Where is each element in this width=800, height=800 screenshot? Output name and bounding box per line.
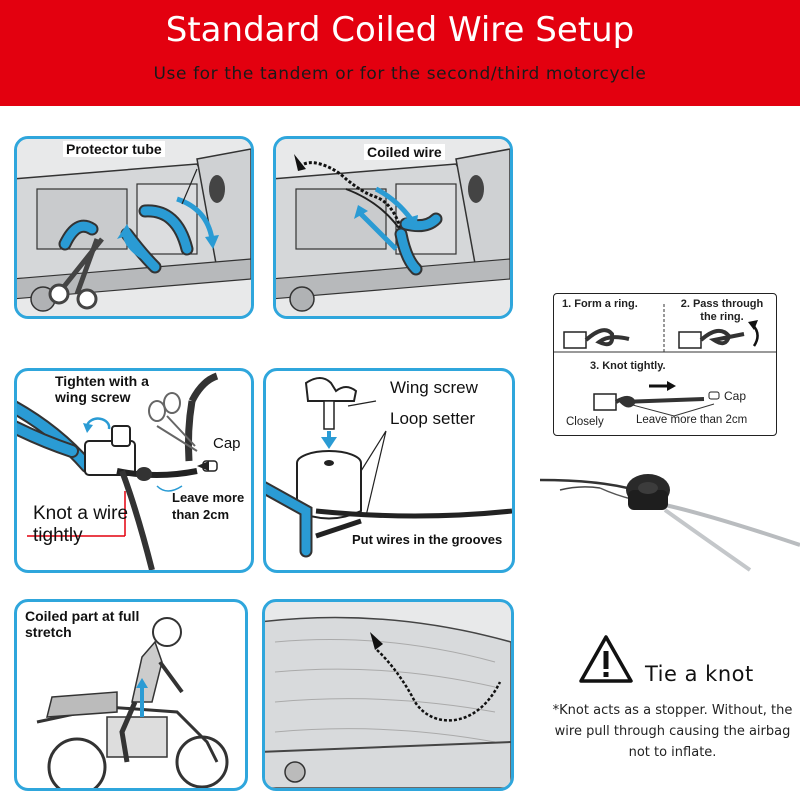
label-put-wires-grooves: Put wires in the grooves: [352, 532, 503, 547]
inset-step-1: 1. Form a ring.: [562, 298, 638, 310]
page-subtitle: Use for the tandem or for the second/thi…: [153, 64, 647, 84]
label-protector-tube: Protector tube: [63, 141, 165, 157]
cap-icon: [197, 460, 218, 472]
label-coiled-full-stretch: Coiled part at full stretch: [25, 608, 140, 640]
label-leave-2cm: Leave more than 2cm: [172, 490, 245, 522]
cap-icon: [708, 391, 720, 400]
label-wing-screw: Wing screw: [390, 378, 478, 397]
knot-illustration: [17, 372, 219, 570]
panel-seat-coil: [262, 599, 514, 791]
protector-tube-illustration: [17, 139, 251, 316]
label-coiled-wire: Coiled wire: [364, 144, 445, 160]
panel-rider-stretch: Coiled part at full stretch: [14, 599, 248, 791]
inset-cap-label: Cap: [724, 389, 747, 403]
warning-note: *Knot acts as a stopper. Without, the wi…: [552, 703, 793, 760]
warning-title: Tie a knot: [645, 662, 754, 686]
inset-step-3: 3. Knot tightly.: [590, 360, 666, 372]
rotate-arrow-icon: [83, 417, 111, 433]
loop-setter-illustration: [266, 377, 512, 558]
loop-setter-photo: [540, 474, 800, 572]
wing-screw-icon: [304, 377, 358, 430]
panel-protector-tube: Protector tube: [14, 136, 254, 319]
label-tighten-wing-screw: Tighten with a wing screw: [55, 373, 149, 405]
warning-icon: [579, 635, 633, 683]
panel-coiled-wire: Coiled wire: [273, 136, 513, 319]
label-knot-wire: Knot a wire tightly: [33, 503, 129, 546]
coiled-wire-illustration: [276, 139, 510, 316]
page-title: Standard Coiled Wire Setup: [165, 10, 635, 50]
label-loop-setter: Loop setter: [390, 409, 476, 428]
label-cap: Cap: [213, 435, 241, 452]
panel-loop-setter: Wing screw Loop setter Put wires in the …: [263, 368, 515, 573]
header-banner: Standard Coiled Wire Setup Use for the t…: [0, 0, 800, 106]
inset-step-2: 2. Pass through the ring.: [680, 298, 764, 323]
motorcycle-rider-illustration: [36, 617, 229, 788]
inset-closely-label: Closely: [566, 416, 604, 428]
scissors-icon: [148, 392, 198, 452]
knot-steps-illustration: [554, 304, 776, 417]
inset-leave-label: Leave more than 2cm: [636, 414, 748, 426]
seat-coil-illustration: [265, 616, 511, 788]
knot-steps-inset: 1. Form a ring. 2. Pass through the ring…: [553, 293, 777, 436]
panel-tighten-knot: Tighten with a wing screw Cap Leave more…: [14, 368, 254, 573]
scissors-icon: [48, 237, 104, 310]
